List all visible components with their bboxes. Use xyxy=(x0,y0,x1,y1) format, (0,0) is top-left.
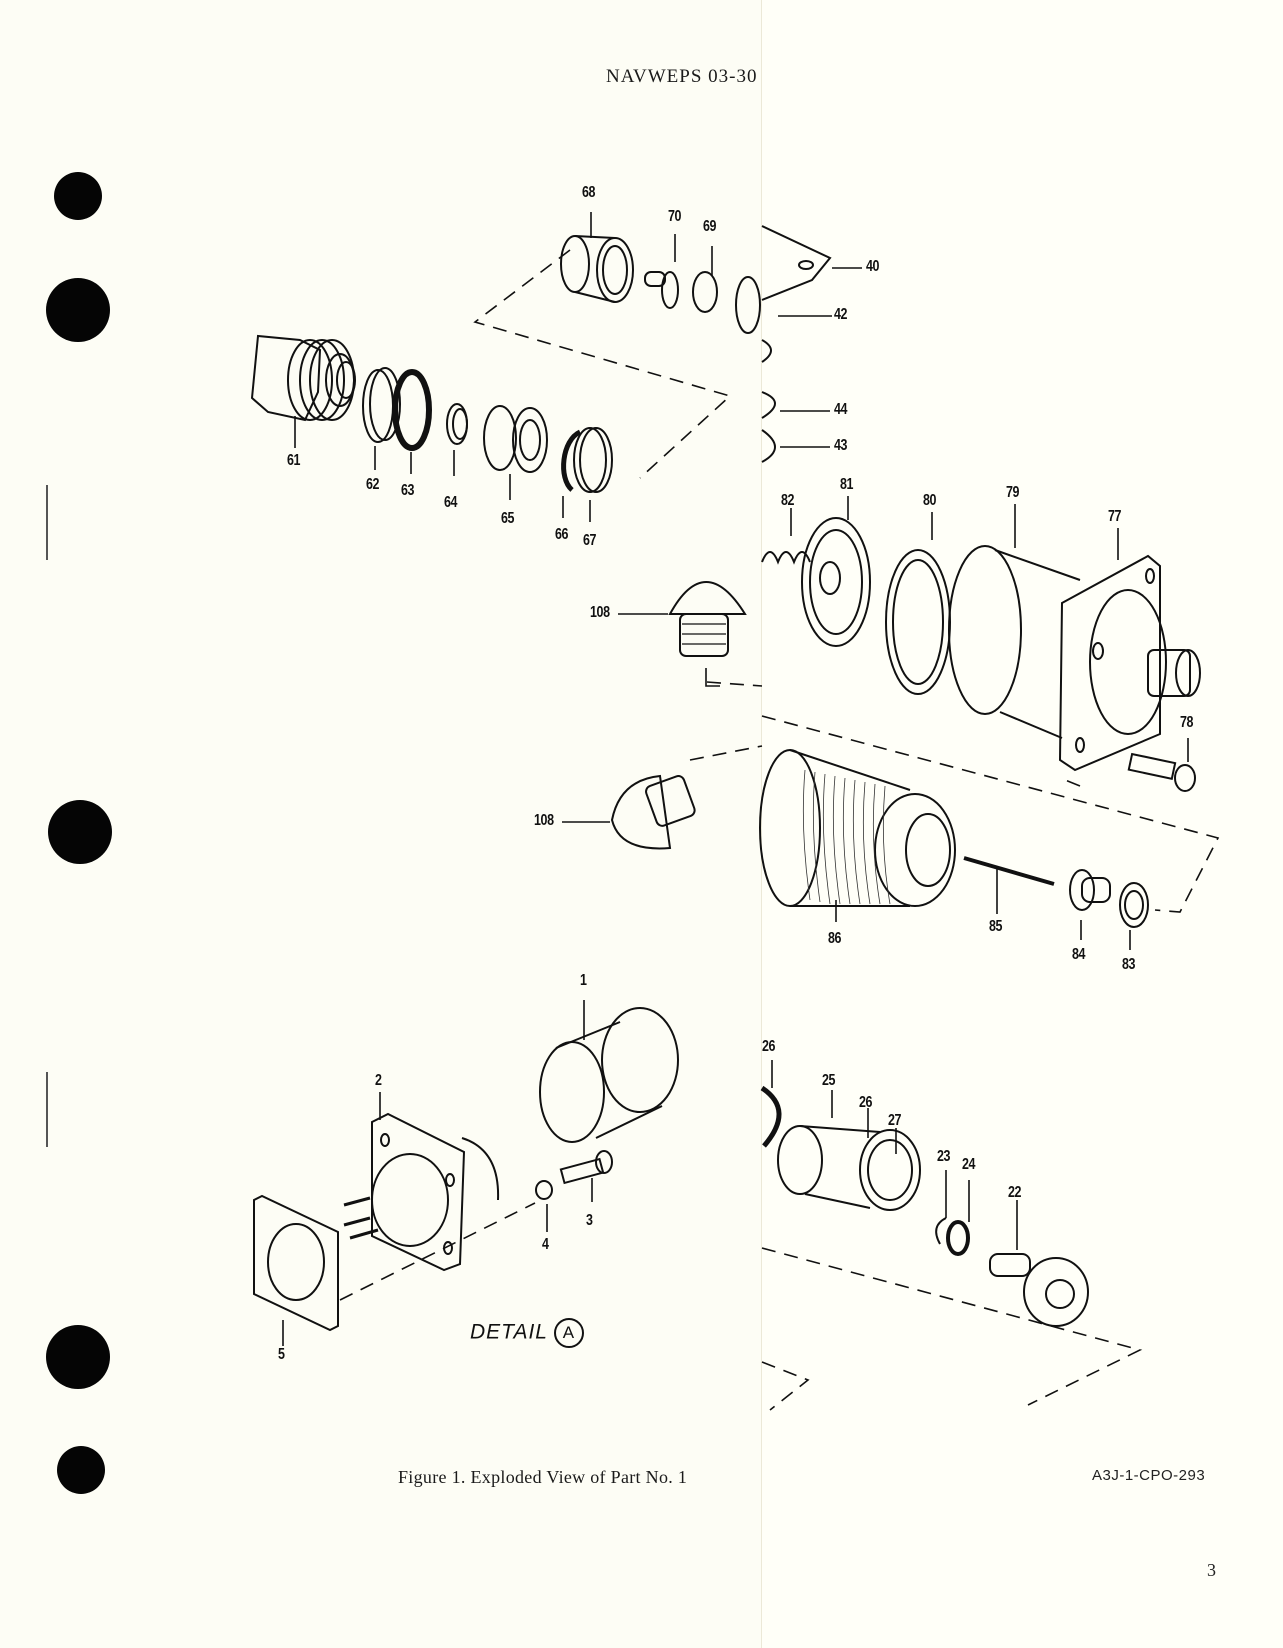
part-43 xyxy=(761,429,776,463)
part-82-spring xyxy=(761,551,811,565)
callout-62: 62 xyxy=(366,476,380,493)
part-22 xyxy=(989,1253,1089,1327)
callout-40: 40 xyxy=(866,258,880,275)
part-80-gasket xyxy=(885,549,951,695)
figure-code: A3J-1-CPO-293 xyxy=(1092,1467,1206,1484)
callout-25: 25 xyxy=(822,1072,836,1089)
part-61-connector xyxy=(250,334,356,422)
part-4-washer xyxy=(535,1180,553,1200)
callout-26-left: 26 xyxy=(762,1038,776,1055)
part-24 xyxy=(946,1220,970,1256)
document-header: NAVWEPS 03-30 xyxy=(606,66,758,87)
callout-2: 2 xyxy=(375,1072,382,1089)
part-83-washer xyxy=(1119,882,1149,928)
part-3-screw xyxy=(559,1157,605,1185)
part-68 xyxy=(560,235,590,293)
callout-82: 82 xyxy=(781,492,795,509)
part-70 xyxy=(644,271,666,287)
callout-63: 63 xyxy=(401,482,415,499)
binder-hole xyxy=(48,800,112,864)
part-5-gasket xyxy=(253,1194,339,1332)
callout-24: 24 xyxy=(962,1156,976,1173)
callout-42: 42 xyxy=(834,306,848,323)
callout-27: 27 xyxy=(888,1112,902,1129)
callout-77: 77 xyxy=(1108,508,1122,525)
part-27 xyxy=(859,1129,921,1211)
part-25 xyxy=(777,1125,823,1195)
part-108-cap-upper xyxy=(668,581,747,615)
detail-label-text: DETAIL xyxy=(470,1320,548,1344)
part-63-oring xyxy=(392,369,432,451)
part-79-flange xyxy=(948,545,1022,715)
callout-5: 5 xyxy=(278,1346,285,1363)
callout-84: 84 xyxy=(1072,946,1086,963)
binder-hole xyxy=(46,278,110,342)
part-62-ring xyxy=(362,369,394,443)
callout-64: 64 xyxy=(444,494,458,511)
part-85-pin xyxy=(963,856,1055,886)
callout-80: 80 xyxy=(923,492,937,509)
callout-44: 44 xyxy=(834,401,848,418)
callout-68: 68 xyxy=(582,184,596,201)
callout-81: 81 xyxy=(840,476,854,493)
margin-mark xyxy=(46,1072,48,1147)
page-number: 3 xyxy=(1207,1560,1216,1580)
part-26-oring-left xyxy=(760,1085,782,1148)
part-40-bracket xyxy=(761,225,832,301)
callout-67: 67 xyxy=(583,532,597,549)
detail-marker-circle: A xyxy=(553,1318,584,1348)
callout-85: 85 xyxy=(989,918,1003,935)
callout-65: 65 xyxy=(501,510,515,527)
callout-1: 1 xyxy=(580,972,587,989)
part-65 xyxy=(483,405,517,471)
part-78-screw xyxy=(1127,752,1177,781)
margin-mark xyxy=(46,485,48,560)
part-86-coil xyxy=(759,749,956,907)
part-67-ring xyxy=(573,427,607,493)
callout-69: 69 xyxy=(703,218,717,235)
callout-108-upper: 108 xyxy=(590,604,610,621)
callout-43: 43 xyxy=(834,437,848,454)
callout-3: 3 xyxy=(586,1212,593,1229)
callout-79: 79 xyxy=(1006,484,1020,501)
part-66-ring xyxy=(561,429,582,492)
part-81-diaphragm xyxy=(801,517,871,647)
callout-arrows xyxy=(282,212,1189,1346)
callout-22: 22 xyxy=(1008,1184,1022,1201)
callout-61: 61 xyxy=(287,452,301,469)
callout-86: 86 xyxy=(828,930,842,947)
part-1-cover xyxy=(539,1041,605,1143)
binder-hole xyxy=(46,1325,110,1389)
detail-a-parts xyxy=(253,1007,679,1332)
part-84 xyxy=(1069,869,1095,911)
part-44 xyxy=(761,391,776,419)
binder-hole xyxy=(54,172,102,220)
callout-4: 4 xyxy=(542,1236,549,1253)
binder-hole xyxy=(57,1446,105,1494)
part-69 xyxy=(692,271,718,313)
part-2-receptacle xyxy=(371,1112,466,1272)
callout-83: 83 xyxy=(1122,956,1136,973)
part-23 xyxy=(935,1217,947,1245)
right-page-foldout xyxy=(762,0,1283,1648)
callout-66: 66 xyxy=(555,526,569,543)
part-108-cap-lower xyxy=(610,774,672,850)
callout-70: 70 xyxy=(668,208,682,225)
callout-78: 78 xyxy=(1180,714,1194,731)
dashed-assembly-lines xyxy=(339,249,1220,1411)
left-page xyxy=(0,0,762,1648)
callout-26-right: 26 xyxy=(859,1094,873,1111)
figure-caption: Figure 1. Exploded View of Part No. 1 xyxy=(398,1467,688,1487)
callout-23: 23 xyxy=(937,1148,951,1165)
part-77-flange-plate xyxy=(1058,554,1161,772)
callout-108-lower: 108 xyxy=(534,812,554,829)
